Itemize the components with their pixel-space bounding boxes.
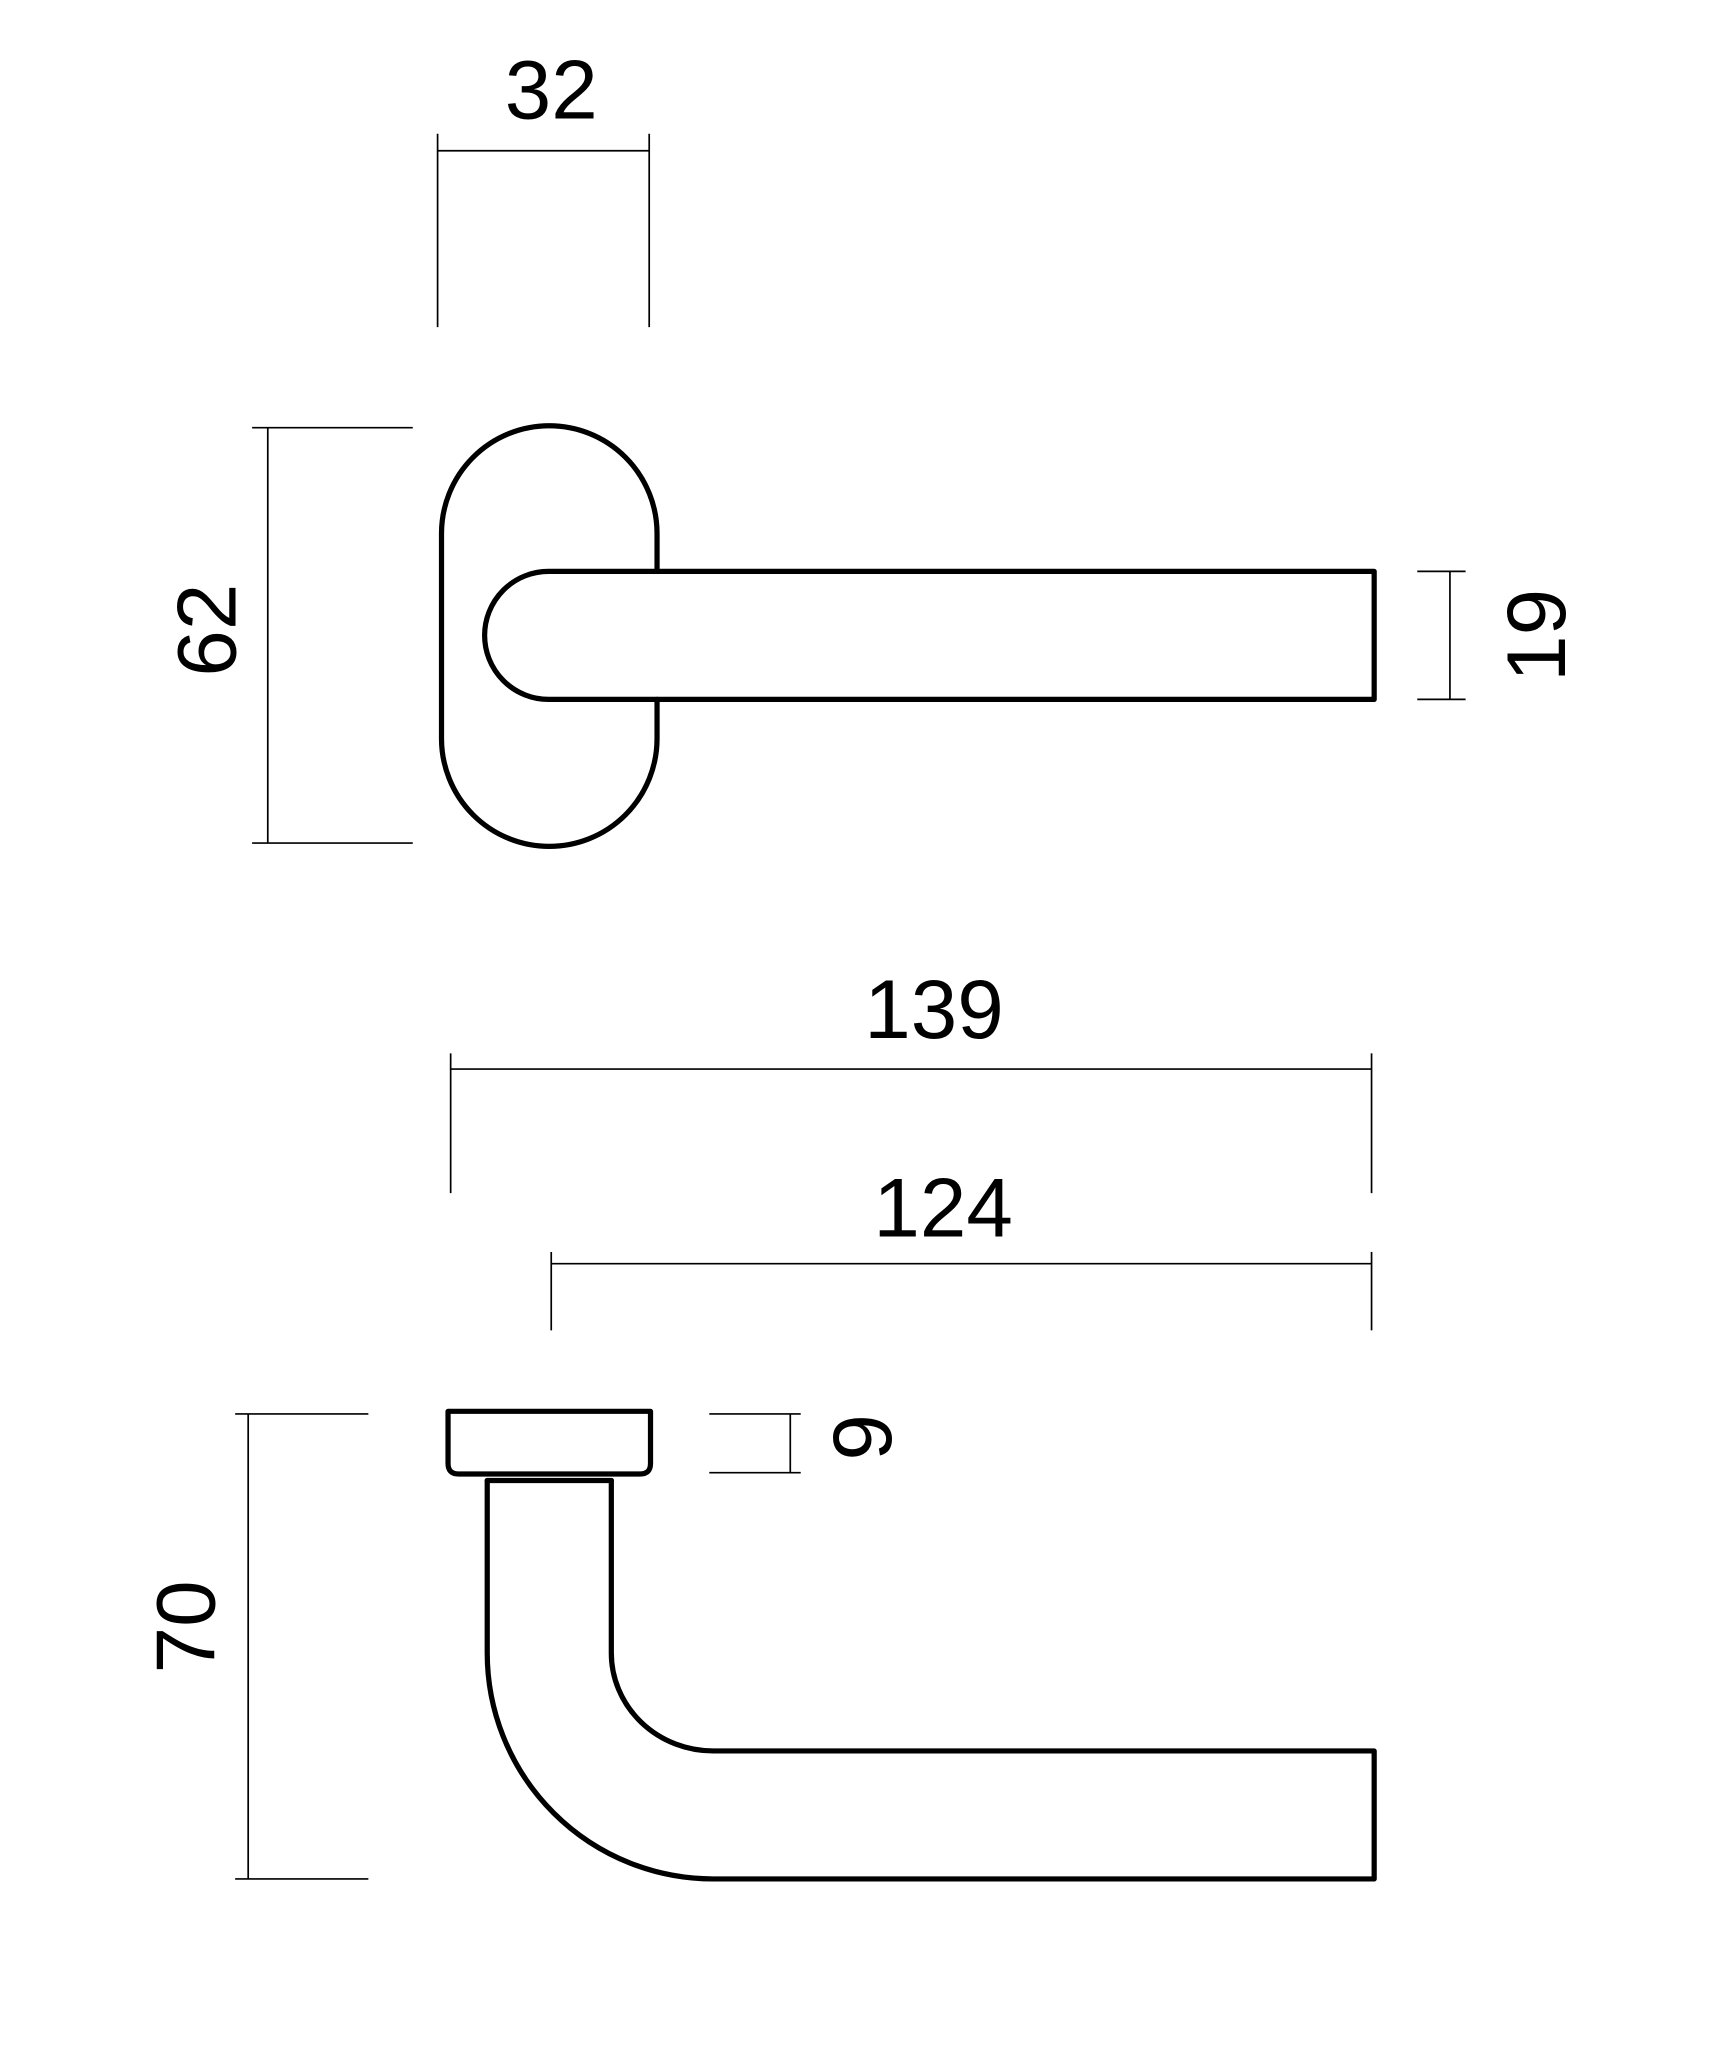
dimension-lever-thickness: 19 xyxy=(1417,570,1583,701)
top-view xyxy=(438,423,1377,849)
lever-top-view xyxy=(482,568,1377,703)
dimension-label: 62 xyxy=(159,584,253,677)
dimension-rosette-width: 32 xyxy=(436,42,651,328)
dimension-lever-length: 124 xyxy=(550,1161,1373,1331)
dimension-rosette-depth: 9 xyxy=(709,1413,909,1474)
dimension-label: 9 xyxy=(815,1414,909,1460)
side-view xyxy=(445,1408,1377,1882)
dimension-label: 70 xyxy=(138,1580,232,1673)
rosette-side-view xyxy=(445,1408,654,1477)
dimension-label: 19 xyxy=(1489,589,1583,682)
dimension-overall-length: 139 xyxy=(449,962,1373,1194)
oval-rosette xyxy=(438,423,660,849)
lever-side-view xyxy=(484,1477,1377,1882)
dimension-overall-projection: 70 xyxy=(138,1413,369,1880)
dimension-rosette-height: 62 xyxy=(159,426,413,844)
dimension-label: 139 xyxy=(864,962,1003,1056)
dimension-label: 124 xyxy=(873,1161,1012,1255)
dimension-label: 32 xyxy=(505,42,598,136)
